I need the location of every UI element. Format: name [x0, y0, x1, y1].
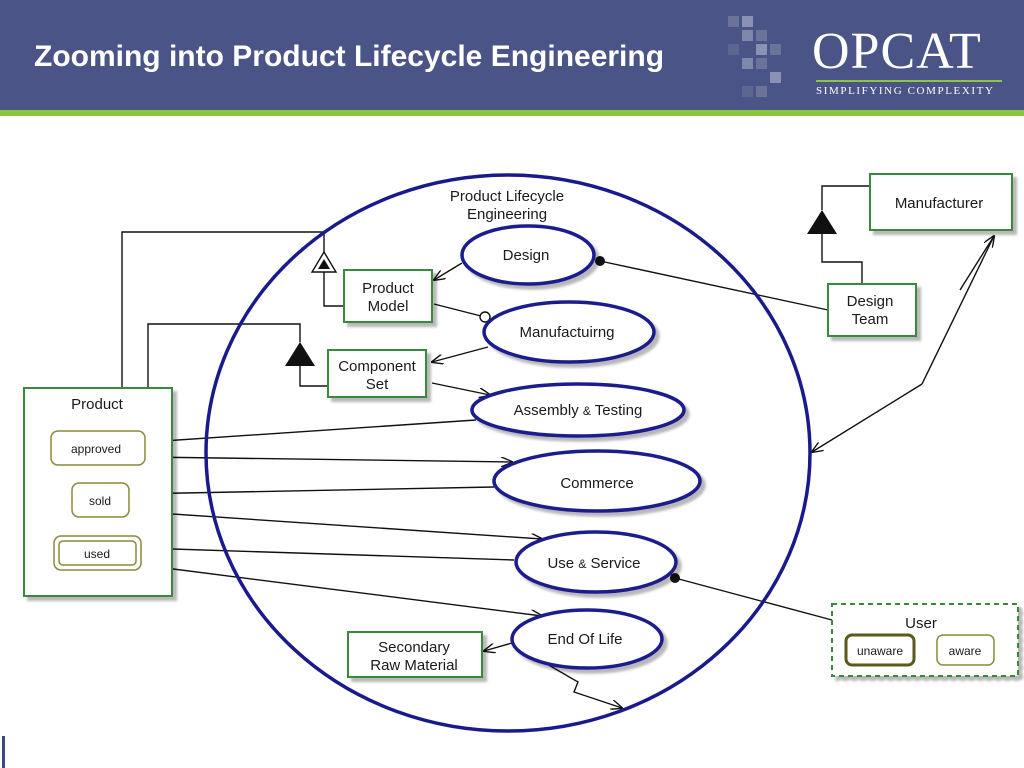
link-design-to-product-model — [434, 262, 463, 280]
link-end-of-life-to-secondary — [484, 642, 513, 651]
process-use-service[interactable]: Use & Service — [514, 530, 678, 594]
state-aware-label: aware — [949, 644, 982, 658]
link-end-of-life-invocation — [539, 659, 622, 708]
process-use-service-label: Use & Service — [547, 555, 640, 572]
link-used-to-end-of-life — [141, 564, 542, 616]
secondary-line2: Raw Material — [370, 657, 458, 674]
slide-title: Zooming into Product Lifecycle Engineeri… — [34, 40, 665, 73]
process-product-lifecycle-engineering — [204, 173, 812, 733]
object-manufacturer[interactable]: Manufacturer — [869, 173, 1013, 231]
object-component-set[interactable]: Component Set — [327, 349, 427, 398]
state-sold[interactable]: sold — [71, 482, 130, 518]
ple-title-line1: Product Lifecycle — [450, 188, 564, 205]
product-model-line1: Product — [362, 280, 415, 297]
link-product-model-instrument — [433, 303, 482, 317]
state-aware[interactable]: aware — [936, 634, 995, 666]
agent-dot-user — [670, 573, 680, 583]
link-ple-to-product-model — [323, 272, 344, 307]
process-commerce-label: Commerce — [560, 475, 633, 492]
link-manufacturing-to-component-set — [432, 346, 489, 362]
state-unaware[interactable]: unaware — [844, 633, 916, 667]
link-design-team-agent — [599, 260, 829, 311]
state-sold-label: sold — [89, 494, 111, 508]
link-use-to-used — [142, 548, 515, 561]
product-label: Product — [71, 396, 124, 413]
link-product-to-ple — [121, 231, 325, 388]
aggregation-triangle-design-team — [807, 210, 837, 234]
logo-opcat: OPCAT — [812, 23, 982, 80]
slide-header — [0, 0, 1024, 110]
link-assembly-to-approved — [148, 419, 477, 442]
state-used-label: used — [84, 547, 110, 561]
aggregation-triangle-component — [285, 342, 315, 366]
agent-dot-design — [595, 256, 605, 266]
process-design-label: Design — [503, 247, 550, 264]
aggregation-triangles — [285, 210, 837, 366]
user-label: User — [905, 615, 937, 632]
exhibition-triangle-inner — [318, 259, 330, 269]
object-product-model[interactable]: Product Model — [343, 269, 433, 323]
header-accent-stripe — [0, 110, 1024, 116]
process-commerce[interactable]: Commerce — [492, 449, 702, 513]
process-end-of-life[interactable]: End Of Life — [510, 608, 664, 670]
state-unaware-label: unaware — [857, 644, 903, 658]
manufacturer-label: Manufacturer — [895, 195, 983, 212]
link-manufacturer-to-ple — [921, 235, 995, 385]
link-design-team-aggregation — [821, 234, 863, 284]
link-approved-to-commerce — [145, 456, 512, 462]
logo-tagline: SIMPLIFYING COMPLEXITY — [816, 85, 995, 97]
link-ple-to-manufacturer — [812, 383, 923, 452]
secondary-line1: Secondary — [378, 639, 450, 656]
design-team-line1: Design — [847, 293, 894, 310]
links — [121, 185, 995, 708]
link-commerce-to-sold — [132, 486, 495, 494]
instrument-circle — [479, 311, 491, 323]
grid-decoration — [728, 16, 781, 97]
link-manufacturer-to-design-team — [821, 185, 870, 210]
state-used[interactable]: used — [53, 535, 142, 571]
design-team-line2: Team — [852, 311, 889, 328]
link-sold-to-use — [127, 510, 542, 539]
link-product-to-component-set — [147, 323, 301, 388]
link-component-set-to-assembly — [431, 382, 490, 395]
link-component-set-aggregation — [299, 366, 328, 387]
state-approved[interactable]: approved — [50, 430, 146, 466]
product-model-line2: Model — [368, 298, 409, 315]
logo-rule — [816, 80, 1002, 82]
component-set-line2: Set — [366, 376, 389, 393]
process-design[interactable]: Design — [460, 224, 596, 286]
object-user[interactable]: User unaware aware — [831, 603, 1019, 677]
process-manufacturing[interactable]: Manufactuirng — [482, 300, 656, 364]
component-set-line1: Component — [338, 358, 416, 375]
process-end-of-life-label: End Of Life — [547, 631, 622, 648]
process-assembly-label: Assembly & Testing — [514, 402, 643, 419]
process-assembly-testing[interactable]: Assembly & Testing — [470, 382, 686, 438]
link-user-agent — [674, 577, 833, 621]
link-manufacturer-arrowhead — [959, 236, 994, 291]
ple-title-line2: Engineering — [467, 206, 547, 223]
process-manufacturing-label: Manufactuirng — [519, 324, 614, 341]
object-secondary-raw-material[interactable]: Secondary Raw Material — [347, 631, 483, 678]
slide-edge-marker — [2, 736, 5, 768]
state-approved-label: approved — [71, 442, 121, 456]
object-product[interactable]: Product approved sold used — [23, 387, 173, 597]
object-design-team[interactable]: Design Team — [827, 283, 917, 337]
